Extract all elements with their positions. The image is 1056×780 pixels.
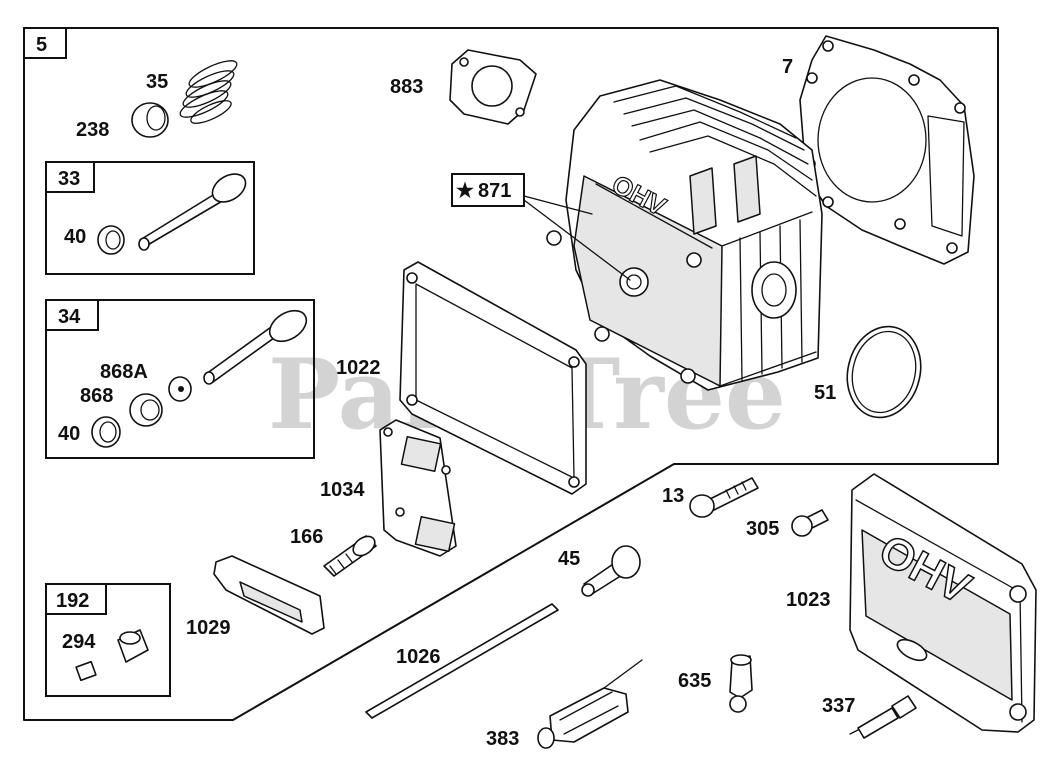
group-192-frame <box>45 583 171 697</box>
group-33-label-box <box>45 161 95 193</box>
cylinder-head-assembly: OHV <box>546 79 823 391</box>
screw-305 <box>791 509 829 537</box>
label-35: 35 <box>146 71 168 93</box>
valve-34 <box>203 309 308 385</box>
label-1026: 1026 <box>396 646 441 668</box>
label-337: 337 <box>822 695 855 717</box>
callout-871-box <box>451 173 525 207</box>
group-34-label: 34 <box>58 306 81 328</box>
valve-cap-238 <box>131 102 169 138</box>
spark-plug-337 <box>849 695 917 739</box>
group-5-label: 5 <box>36 34 47 56</box>
o-ring-51 <box>846 325 922 419</box>
group-5-label-box <box>23 27 67 59</box>
fitting-294 <box>75 629 149 682</box>
exhaust-gasket-883 <box>449 49 537 125</box>
label-7: 7 <box>782 56 793 78</box>
group-192-label-box <box>45 583 107 615</box>
valve-cover-gasket-1022 <box>399 261 587 495</box>
label-40-b: 40 <box>58 423 80 445</box>
stud-166 <box>323 535 377 577</box>
label-871: 871 <box>478 180 511 202</box>
breather-gasket-1034 <box>379 419 457 557</box>
label-883: 883 <box>390 76 423 98</box>
group-34-frame <box>45 299 315 459</box>
label-1023: 1023 <box>786 589 831 611</box>
group-5-frame <box>23 27 999 721</box>
tappet-45 <box>581 545 641 597</box>
seal-868 <box>129 393 163 427</box>
callout-871-leader <box>523 195 631 281</box>
label-868a: 868A <box>100 361 148 383</box>
label-868: 868 <box>80 385 113 407</box>
label-13: 13 <box>662 485 684 507</box>
seat-40-a <box>97 225 125 255</box>
label-294: 294 <box>62 631 96 653</box>
label-40-a: 40 <box>64 226 86 248</box>
washer-868a <box>168 376 192 402</box>
deflector-1029 <box>213 555 325 635</box>
head-gasket-7 <box>799 35 975 265</box>
valve-spring-35 <box>179 60 238 124</box>
label-1029: 1029 <box>186 617 231 639</box>
group-33-label: 33 <box>58 168 80 190</box>
label-1034: 1034 <box>320 479 365 501</box>
seat-40-b <box>91 416 121 448</box>
push-rod-1026 <box>365 603 559 719</box>
label-166: 166 <box>290 526 323 548</box>
rocker-arm-383 <box>537 659 643 749</box>
label-51: 51 <box>814 382 836 404</box>
label-383: 383 <box>486 728 519 750</box>
bolt-13 <box>689 477 759 518</box>
label-238: 238 <box>76 119 109 141</box>
label-1022: 1022 <box>336 357 381 379</box>
fitting-635 <box>729 654 753 713</box>
group-192-label: 192 <box>56 590 89 612</box>
group-34-label-box <box>45 299 99 331</box>
valve-cover-1023: OHV <box>849 473 1037 733</box>
label-305: 305 <box>746 518 779 540</box>
label-871-star: ★ <box>456 180 474 202</box>
valve-33 <box>138 173 247 251</box>
label-635: 635 <box>678 670 711 692</box>
group-33-frame <box>45 161 255 275</box>
label-45: 45 <box>558 548 580 570</box>
